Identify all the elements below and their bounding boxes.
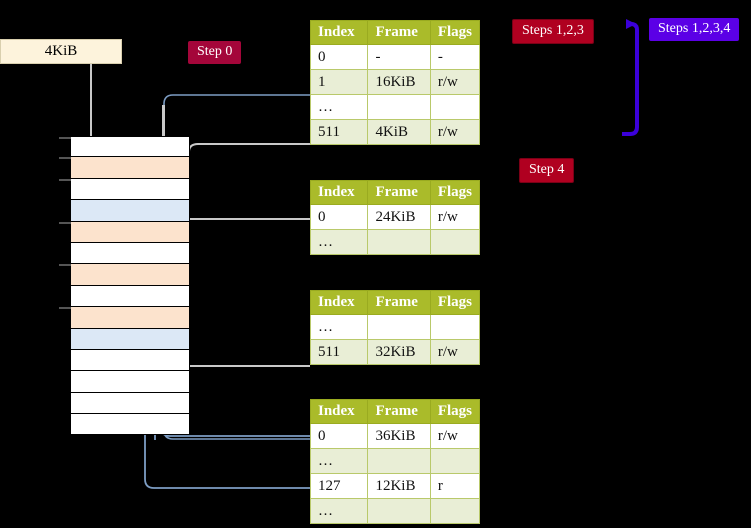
- table-row: …: [309, 448, 481, 474]
- memory-size-label: 4KiB: [44, 43, 78, 59]
- memory-frame-row: [70, 328, 190, 350]
- cell-frame: [367, 229, 431, 255]
- column-header-index: Index: [309, 290, 369, 315]
- memory-row-tick: [59, 157, 71, 160]
- wire-pdp-row0: [178, 218, 310, 266]
- cell-index: 0: [309, 204, 369, 230]
- memory-frame-row: [59, 178, 190, 201]
- cell-frame: [367, 94, 431, 120]
- cell-index: …: [309, 229, 369, 255]
- cell-index: 511: [309, 119, 369, 145]
- cell-flags: [429, 314, 481, 340]
- cell-index: 0: [309, 44, 369, 70]
- cell-flags: r/w: [429, 423, 481, 449]
- badge-steps-1234: Steps 1,2,3,4: [649, 18, 740, 41]
- column-header-frame: Frame: [367, 180, 431, 205]
- column-header-flags: Flags: [429, 290, 481, 315]
- memory-frame-row: [70, 200, 190, 222]
- table-row: …: [309, 94, 481, 120]
- memory-frame-row: [70, 371, 190, 393]
- memory-size-box: 4KiB: [0, 39, 122, 64]
- column-header-index: Index: [309, 20, 369, 45]
- cell-frame: 4KiB: [367, 119, 431, 145]
- cell-index: 1: [309, 69, 369, 95]
- memory-row-tick: [59, 221, 71, 224]
- badge-step-0: Step 0: [188, 41, 242, 64]
- cell-frame: [367, 448, 431, 474]
- cell-flags: r: [429, 473, 481, 499]
- table-row: …: [309, 498, 481, 524]
- cell-frame: 16KiB: [367, 69, 431, 95]
- memory-frame-row: [70, 285, 190, 308]
- column-header-flags: Flags: [429, 180, 481, 205]
- cell-flags: r/w: [429, 339, 481, 365]
- table-row: 0--: [309, 44, 481, 70]
- column-header-frame: Frame: [367, 20, 431, 45]
- cell-index: …: [309, 498, 369, 524]
- badge-step-4: Step 4: [519, 158, 575, 183]
- cell-flags: r/w: [429, 69, 481, 95]
- cell-flags: [429, 498, 481, 524]
- memory-frame-row: [59, 264, 190, 286]
- cell-frame: 36KiB: [367, 423, 431, 449]
- memory-frame-row: [59, 157, 190, 179]
- cell-frame: [367, 314, 431, 340]
- memory-frame-row: [70, 349, 190, 372]
- column-header-flags: Flags: [429, 20, 481, 45]
- physical-memory-column: [59, 136, 190, 436]
- table-row: …: [309, 229, 481, 255]
- cell-index: …: [309, 94, 369, 120]
- cell-index: 511: [309, 339, 369, 365]
- cell-frame: [367, 498, 431, 524]
- memory-row-tick: [59, 137, 71, 139]
- memory-row-tick: [59, 264, 71, 267]
- memory-row-tick: [59, 178, 71, 181]
- cell-flags: [429, 94, 481, 120]
- cell-index: 0: [309, 423, 369, 449]
- memory-row-tick: [59, 307, 71, 310]
- wire-pml4-row511: [188, 143, 312, 154]
- cell-flags: r/w: [429, 119, 481, 145]
- cell-flags: [429, 448, 481, 474]
- cell-index: …: [309, 448, 369, 474]
- column-header-flags: Flags: [429, 399, 481, 424]
- cell-flags: -: [429, 44, 481, 70]
- memory-frame-row: [70, 242, 190, 265]
- purple-bracket-arrow: [622, 19, 639, 136]
- badge-steps-123: Steps 1,2,3: [512, 19, 594, 44]
- cell-frame: 24KiB: [367, 204, 431, 230]
- column-header-index: Index: [309, 180, 369, 205]
- memory-frame-row: [70, 414, 190, 436]
- cell-index: …: [309, 314, 369, 340]
- memory-frame-row: [70, 392, 190, 415]
- memory-frame-row: [59, 307, 190, 329]
- wire-pd-row511: [172, 318, 310, 367]
- column-header-frame: Frame: [367, 399, 431, 424]
- table-row: …: [309, 314, 481, 340]
- memory-frame-row: [59, 136, 190, 158]
- column-header-frame: Frame: [367, 290, 431, 315]
- column-header-index: Index: [309, 399, 369, 424]
- memory-frame-row: [59, 221, 190, 243]
- cell-frame: -: [367, 44, 431, 70]
- cell-frame: 32KiB: [367, 339, 431, 365]
- cell-frame: 12KiB: [367, 473, 431, 499]
- cell-index: 127: [309, 473, 369, 499]
- cell-flags: r/w: [429, 204, 481, 230]
- cell-flags: [429, 229, 481, 255]
